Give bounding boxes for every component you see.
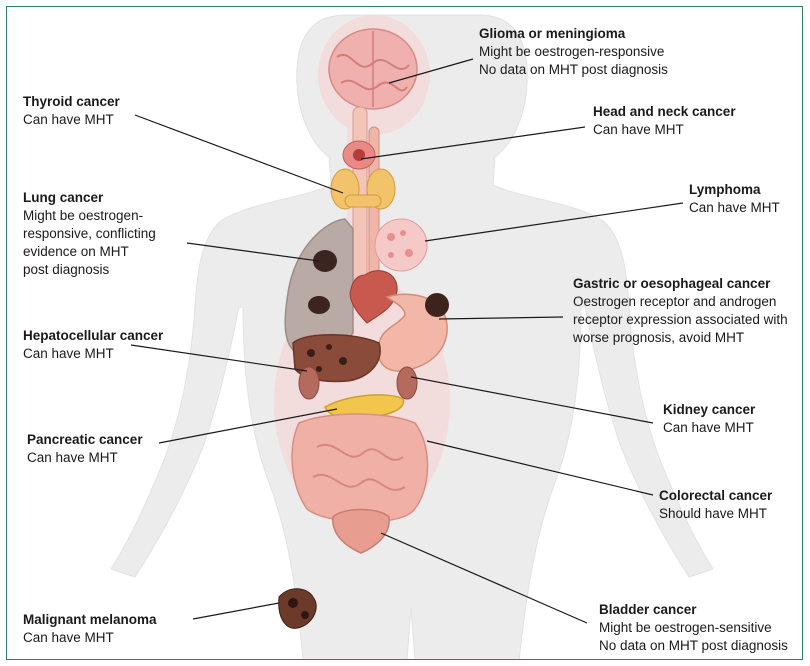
label-colorectal-text: Should have MHT xyxy=(659,505,772,523)
label-melanoma: Malignant melanoma Can have MHT xyxy=(23,611,157,647)
label-glioma-text: Might be oestrogen-responsive No data on… xyxy=(479,43,668,79)
label-lymphoma-title: Lymphoma xyxy=(689,181,780,199)
label-colorectal-title: Colorectal cancer xyxy=(659,487,772,505)
label-bladder-text: Might be oestrogen-sensitive No data on … xyxy=(599,619,788,655)
label-pancreatic: Pancreatic cancer Can have MHT xyxy=(27,431,143,467)
label-lung-text: Might be oestrogen- responsive, conflict… xyxy=(23,207,156,279)
label-head-neck-text: Can have MHT xyxy=(593,121,736,139)
lymph-node xyxy=(375,219,427,271)
label-bladder: Bladder cancer Might be oestrogen-sensit… xyxy=(599,601,788,655)
label-kidney-title: Kidney cancer xyxy=(663,401,755,419)
label-kidney: Kidney cancer Can have MHT xyxy=(663,401,755,437)
label-gastric-title: Gastric or oesophageal cancer xyxy=(573,275,788,293)
label-colorectal: Colorectal cancer Should have MHT xyxy=(659,487,772,523)
leader-melanoma xyxy=(193,603,279,619)
label-hepato: Hepatocellular cancer Can have MHT xyxy=(23,327,163,363)
label-thyroid-title: Thyroid cancer xyxy=(23,93,120,111)
label-hepato-title: Hepatocellular cancer xyxy=(23,327,163,345)
brain xyxy=(329,29,417,109)
label-gastric: Gastric or oesophageal cancer Oestrogen … xyxy=(573,275,788,347)
intestines xyxy=(292,414,428,522)
label-melanoma-title: Malignant melanoma xyxy=(23,611,157,629)
label-lymphoma-text: Can have MHT xyxy=(689,199,780,217)
label-head-neck: Head and neck cancer Can have MHT xyxy=(593,103,736,139)
label-pancreatic-text: Can have MHT xyxy=(27,449,143,467)
label-pancreatic-title: Pancreatic cancer xyxy=(27,431,143,449)
label-lung-title: Lung cancer xyxy=(23,189,156,207)
label-glioma: Glioma or meningioma Might be oestrogen-… xyxy=(479,25,668,79)
label-bladder-title: Bladder cancer xyxy=(599,601,788,619)
head-neck-region xyxy=(343,141,375,169)
label-melanoma-text: Can have MHT xyxy=(23,629,157,647)
label-lymphoma: Lymphoma Can have MHT xyxy=(689,181,780,217)
label-lung: Lung cancer Might be oestrogen- responsi… xyxy=(23,189,156,279)
label-glioma-title: Glioma or meningioma xyxy=(479,25,668,43)
label-thyroid: Thyroid cancer Can have MHT xyxy=(23,93,120,129)
label-thyroid-text: Can have MHT xyxy=(23,111,120,129)
label-gastric-text: Oestrogen receptor and androgen receptor… xyxy=(573,293,788,347)
figure-frame: Glioma or meningioma Might be oestrogen-… xyxy=(6,6,803,660)
label-hepato-text: Can have MHT xyxy=(23,345,163,363)
label-kidney-text: Can have MHT xyxy=(663,419,755,437)
label-head-neck-title: Head and neck cancer xyxy=(593,103,736,121)
